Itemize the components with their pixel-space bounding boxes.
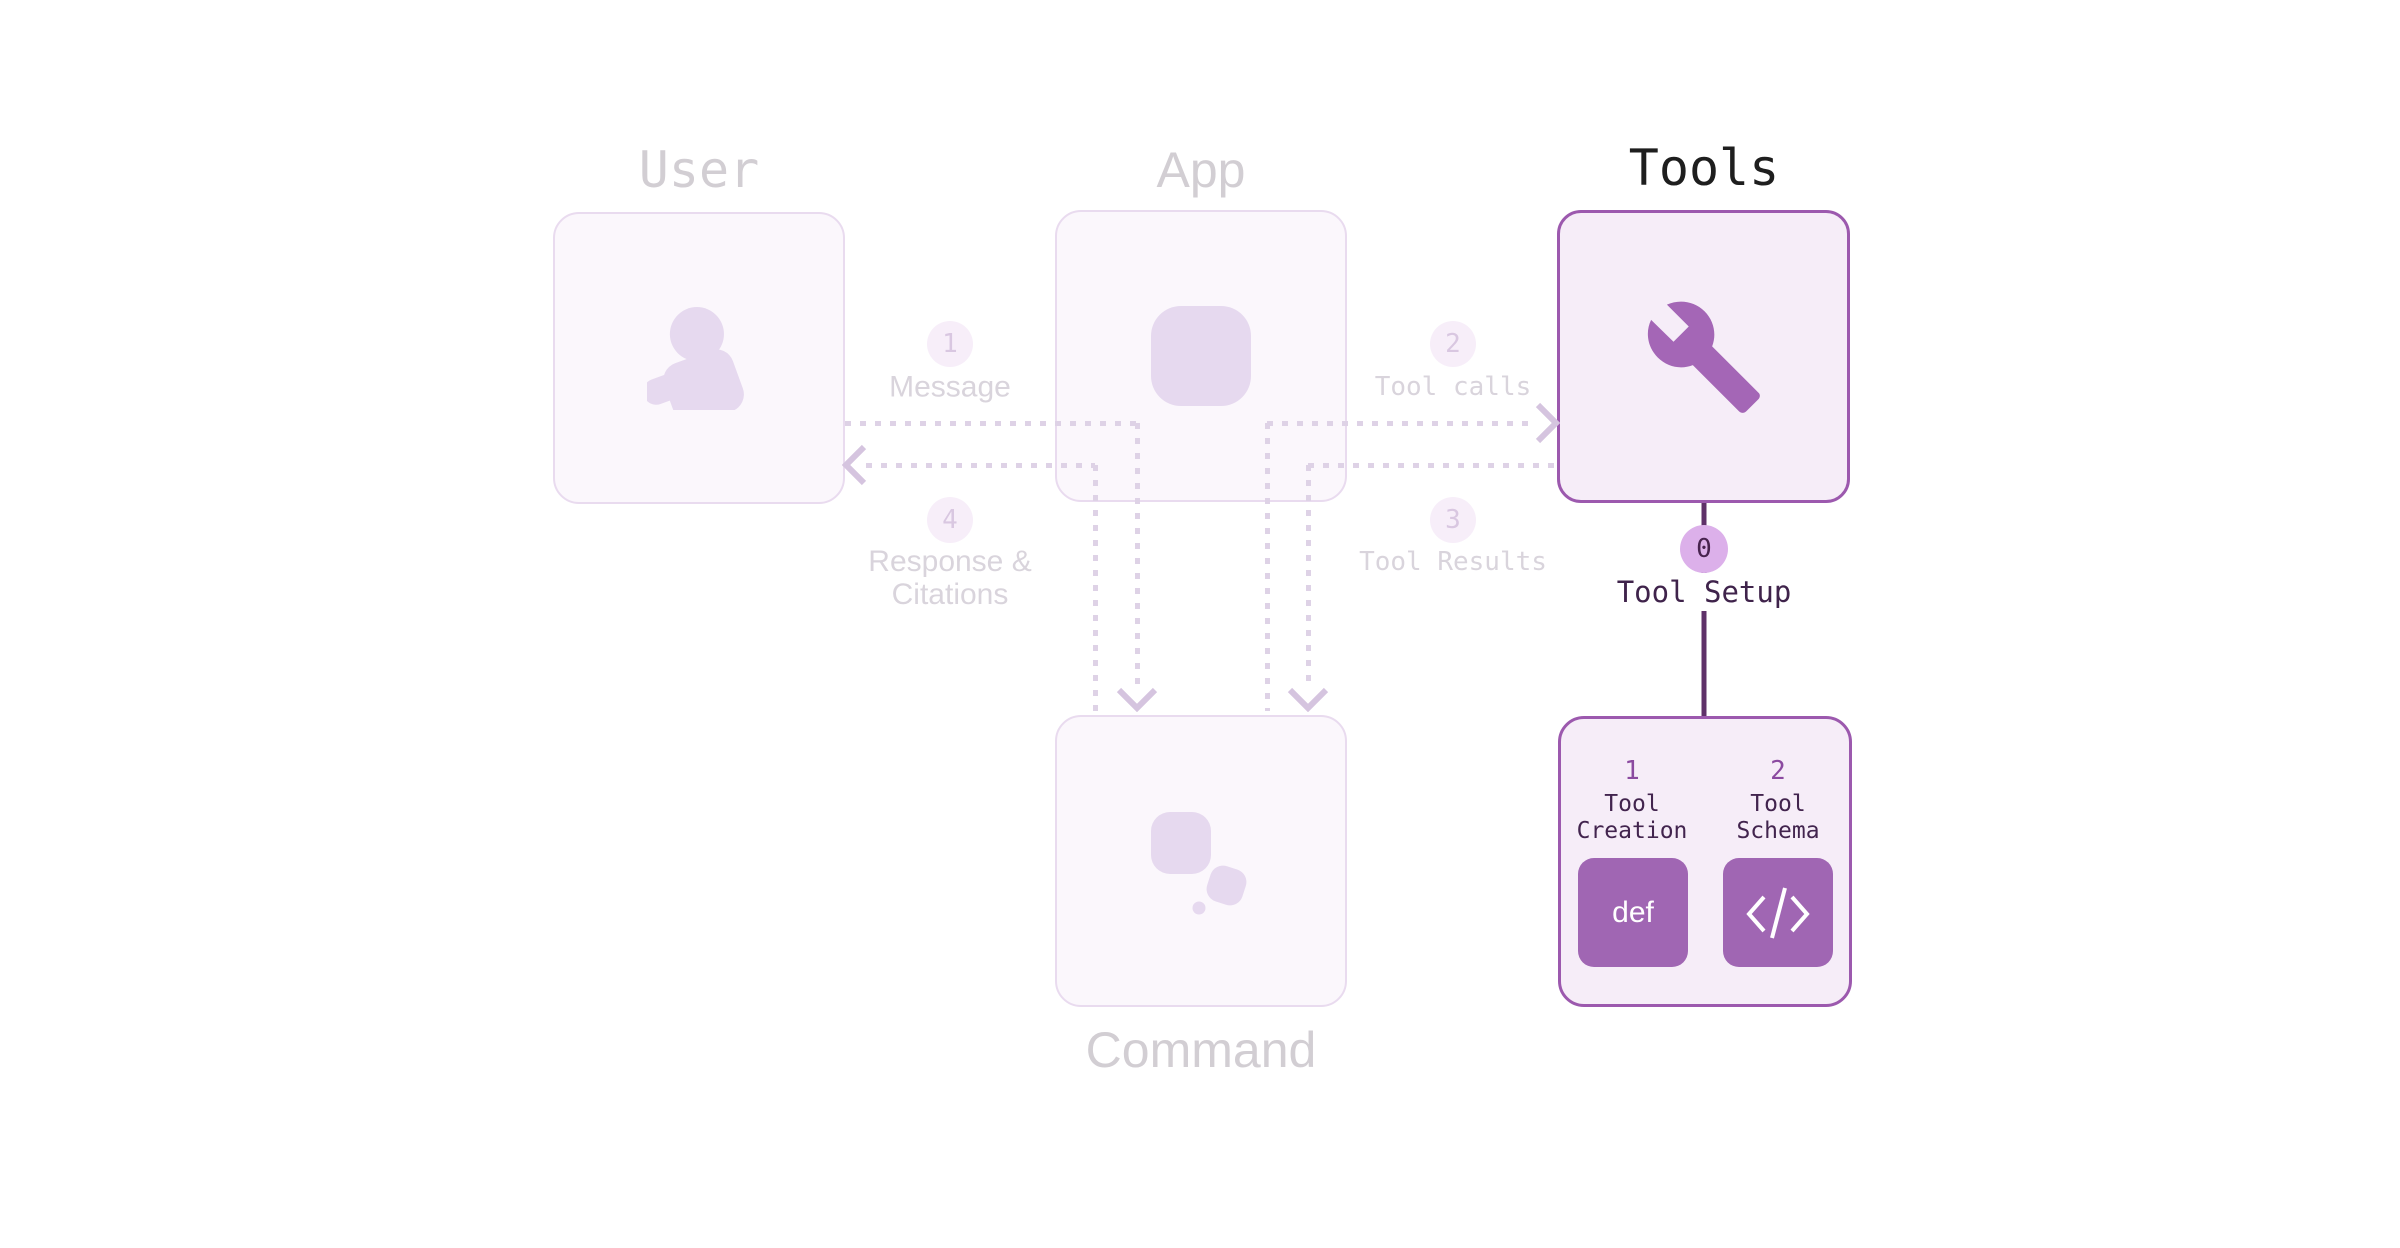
drop-dotted-line-4 (1306, 465, 1311, 686)
step-label-line: Tool (1750, 791, 1806, 817)
edge-badge-4: 4 (927, 497, 973, 543)
edge-badge-1: 1 (927, 321, 973, 367)
arrow-right-icon (1535, 402, 1560, 444)
tools-node-box (1557, 210, 1850, 503)
edge-label-tool-calls: Tool calls (1374, 372, 1532, 402)
tool-creation-tile: def (1578, 858, 1688, 967)
edge-badge-3: 3 (1430, 497, 1476, 543)
arrow-left-icon (842, 444, 867, 486)
arrow-down-icon (1287, 687, 1329, 712)
code-icon (1746, 886, 1810, 939)
step-label-tool-creation: Tool Creation (1577, 791, 1688, 845)
tool-results-dotted-line (1308, 463, 1557, 468)
response-dotted-line (866, 463, 1095, 468)
edge-label-tool-results: Tool Results (1359, 547, 1547, 577)
drop-dotted-line-1 (1093, 465, 1098, 711)
drop-dotted-line-3 (1265, 423, 1270, 711)
user-node-box (553, 212, 845, 504)
edge-label-line-2: Citations (891, 578, 1009, 611)
edge-label-message: Message (889, 370, 1011, 404)
tool-setup-panel: 1 2 Tool Creation Tool Schema def (1558, 716, 1852, 1007)
step-label-line: Tool (1604, 791, 1660, 817)
message-dotted-line (845, 421, 1137, 426)
app-node-box (1055, 210, 1347, 502)
step-label-line: Creation (1576, 818, 1688, 844)
tools-node-title: Tools (1628, 139, 1780, 197)
app-square-icon (1151, 306, 1251, 406)
arrow-down-icon (1116, 687, 1158, 712)
user-node-title: User (638, 141, 760, 199)
def-keyword-label: def (1612, 895, 1654, 929)
person-icon (647, 307, 744, 410)
wrench-icon (1647, 301, 1760, 413)
edge-badge-2: 2 (1430, 321, 1476, 367)
step-number-2: 2 (1770, 756, 1786, 786)
step-number-1: 1 (1624, 756, 1640, 786)
app-node-title: App (1156, 142, 1246, 198)
command-node-box (1055, 715, 1347, 1007)
tool-schema-tile (1723, 858, 1833, 967)
edge-label-line-1: Response & (868, 545, 1032, 578)
tool-calls-dotted-line (1267, 421, 1535, 426)
drop-dotted-line-2 (1135, 423, 1140, 686)
step-label-tool-schema: Tool Schema (1736, 791, 1819, 845)
tool-setup-badge-0: 0 (1680, 525, 1728, 573)
command-node-title: Command (1085, 1022, 1317, 1078)
tool-setup-label: Tool Setup (1608, 573, 1800, 611)
step-label-line: Schema (1736, 818, 1820, 844)
edge-label-response-citations: Response & Citations (868, 545, 1031, 611)
command-shapes-icon (1151, 812, 1247, 915)
